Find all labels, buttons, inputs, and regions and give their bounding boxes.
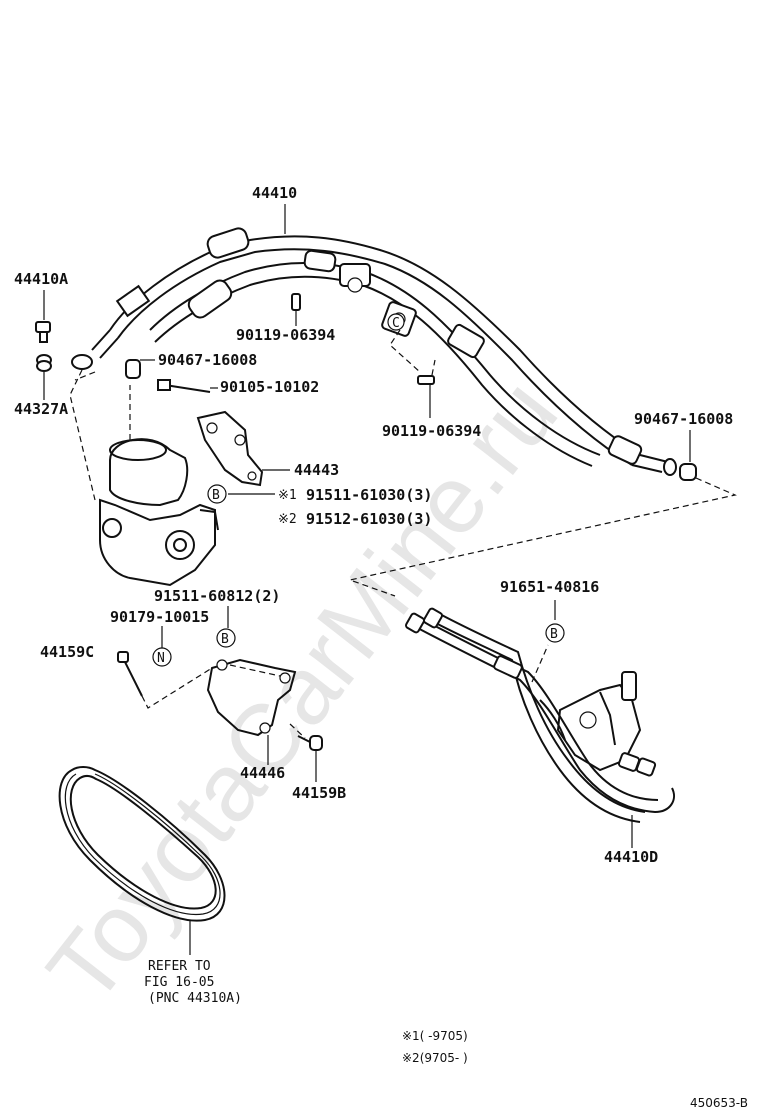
marker-b-2: B [221,632,229,647]
bolt-90105 [157,379,218,393]
label-91512-61030: 91512-61030(3) [306,510,432,528]
pump-bracket-44443 [196,410,290,495]
label-44410A: 44410A [14,270,68,288]
bolt-90119-a [291,293,301,326]
marker-b-circle-2 [216,628,236,648]
label-44446: 44446 [240,764,285,782]
marker-b-circle-3 [545,623,565,643]
note-marker-1: ※1 [278,488,297,503]
union-bolt-and-gaskets [35,290,52,400]
refer-line-3: (PNC 44310A) [148,991,242,1006]
label-90119-a: 90119-06394 [236,326,335,344]
label-90467-right: 90467-16008 [634,410,733,428]
bolt-44159C [117,651,213,709]
v-ribbed-belt [58,766,226,955]
marker-n: N [157,651,165,666]
label-91511-61030: 91511-61030(3) [306,486,432,504]
clip-90467-right [679,430,697,481]
pressure-hose-assembly [71,204,677,476]
vane-pump-assembly [74,371,219,587]
label-44443: 44443 [294,461,339,479]
label-91511-60812: 91511-60812(2) [154,587,280,605]
steering-gear-and-tubes [405,600,675,848]
marker-c: C [392,316,400,331]
refer-line-1: REFER TO [148,959,211,974]
bolt-90119-b [417,375,435,418]
bracket-44446 [206,658,297,765]
label-44410D: 44410D [604,848,658,866]
label-90105: 90105-10102 [220,378,319,396]
label-90179: 90179-10015 [110,608,209,626]
label-44327A: 44327A [14,400,68,418]
label-90119-b: 90119-06394 [382,422,481,440]
marker-b-1: B [212,488,220,503]
clip-90467-top [125,359,155,379]
note-marker-2: ※2 [278,512,297,527]
label-44159B: 44159B [292,784,346,802]
figure-id: 450653-B [690,1096,748,1110]
footnote-1: ※1( -9705) [402,1029,468,1043]
label-90467-top: 90467-16008 [158,351,257,369]
label-91651: 91651-40816 [500,578,599,596]
refer-line-2: FIG 16-05 [144,975,214,990]
bolt-44159B [289,723,323,782]
marker-b-circle-1 [207,484,227,504]
label-44410: 44410 [252,184,297,202]
footnote-2: ※2(9705- ) [402,1051,468,1065]
marker-c-circle [387,313,405,331]
dashed-connector-right [347,477,737,597]
marker-b-3: B [550,627,558,642]
marker-n-circle [152,647,172,667]
label-44159C: 44159C [40,643,94,661]
